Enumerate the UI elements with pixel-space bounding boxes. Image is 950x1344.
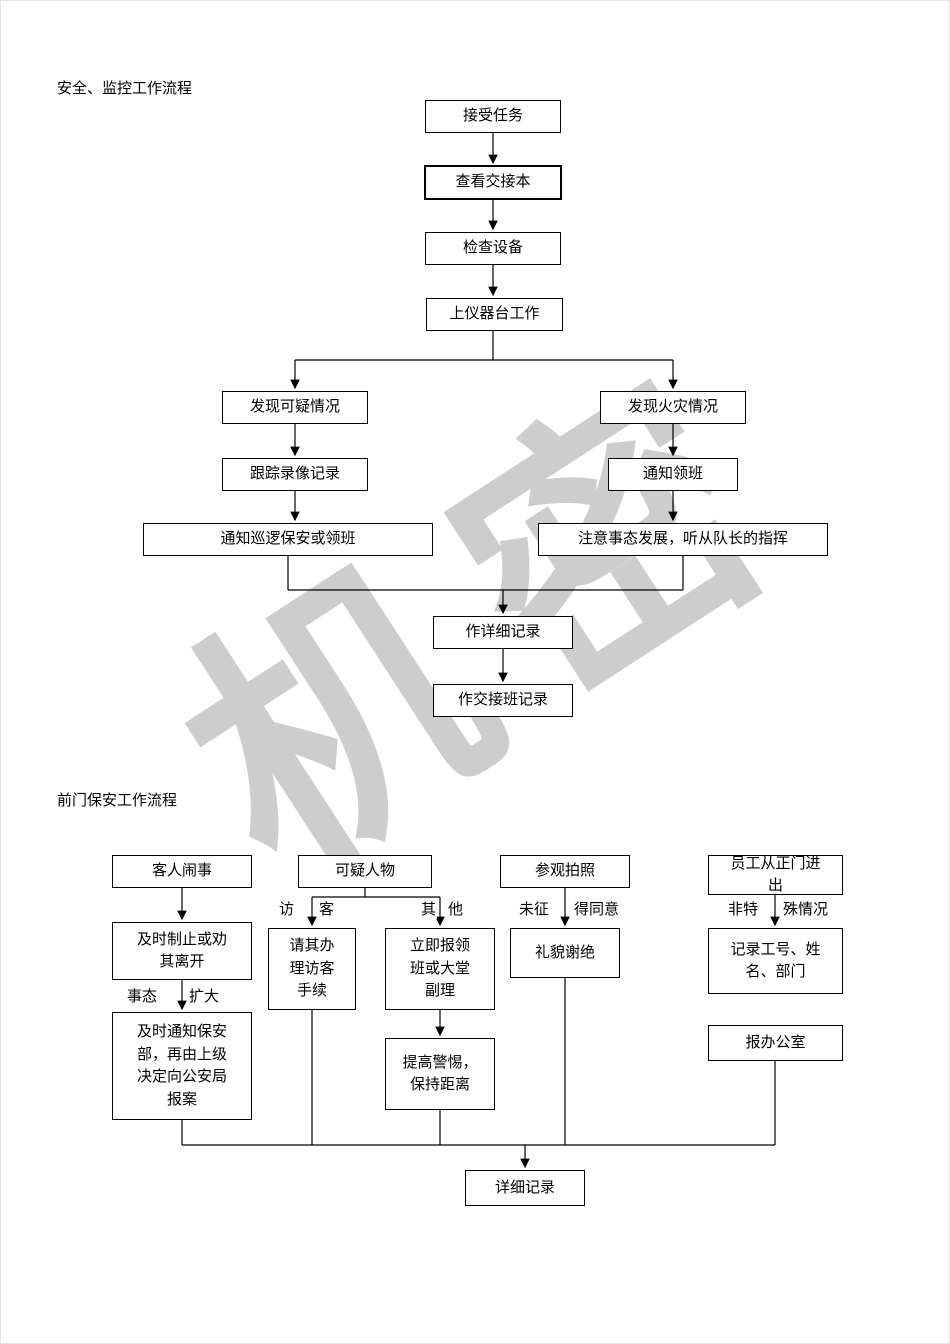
node-stop-or-persuade: 及时制止或劝 其离开 xyxy=(112,922,252,980)
node-receive-task: 接受任务 xyxy=(425,100,561,133)
branch-label-visitor-right: 客 xyxy=(318,898,336,919)
node-visitor-procedure: 请其办 理访客 手续 xyxy=(268,928,356,1010)
node-stay-alert-keep-distance: 提高警惕， 保持距离 xyxy=(385,1038,495,1110)
branch-label-other-right: 他 xyxy=(447,898,465,919)
node-visit-photo: 参观拍照 xyxy=(500,855,630,888)
node-staff-main-entrance: 员工从正门进 出 xyxy=(708,855,843,895)
node-record-id-name-dept: 记录工号、姓 名、部门 xyxy=(708,928,843,994)
node-detailed-record: 作详细记录 xyxy=(433,616,573,649)
section-title-front-door-security: 前门保安工作流程 xyxy=(57,793,178,809)
node-monitor-station-duty: 上仪器台工作 xyxy=(426,298,563,331)
node-notify-foreman: 通知领班 xyxy=(608,458,738,491)
branch-label-visitor-left: 访 xyxy=(278,898,296,919)
branch-label-non-special-left: 非特 xyxy=(727,898,760,919)
node-polite-refusal: 礼貌谢绝 xyxy=(510,928,620,978)
node-track-recording: 跟踪录像记录 xyxy=(222,458,368,491)
node-report-office: 报办公室 xyxy=(708,1025,843,1061)
node-guest-trouble: 客人闹事 xyxy=(112,855,252,888)
node-found-suspicious: 发现可疑情况 xyxy=(222,391,368,424)
node-found-fire: 发现火灾情况 xyxy=(600,391,746,424)
node-check-equipment: 检查设备 xyxy=(425,232,561,265)
section-title-security-monitoring: 安全、监控工作流程 xyxy=(57,81,193,97)
node-suspicious-person: 可疑人物 xyxy=(298,855,432,888)
branch-label-no-consent-left: 未征 xyxy=(518,898,551,919)
branch-label-other-left: 其 xyxy=(420,898,438,919)
node-notify-patrol-or-foreman: 通知巡逻保安或领班 xyxy=(143,523,433,556)
node-final-detailed-record: 详细记录 xyxy=(465,1170,585,1206)
node-report-foreman-or-assistant-manager: 立即报领 班或大堂 副理 xyxy=(385,928,495,1010)
node-shift-handover-record: 作交接班记录 xyxy=(433,684,573,717)
branch-label-escalation-left: 事态 xyxy=(126,985,159,1006)
branch-label-escalation-right: 扩大 xyxy=(188,985,221,1006)
node-follow-captain: 注意事态发展，听从队长的指挥 xyxy=(538,523,828,556)
node-notify-security-dept-report-police: 及时通知保安 部，再由上级 决定向公安局 报案 xyxy=(112,1012,252,1120)
branch-label-non-special-right: 殊情况 xyxy=(782,898,830,919)
branch-label-no-consent-right: 得同意 xyxy=(573,898,621,919)
node-check-handover-log: 查看交接本 xyxy=(424,165,562,200)
